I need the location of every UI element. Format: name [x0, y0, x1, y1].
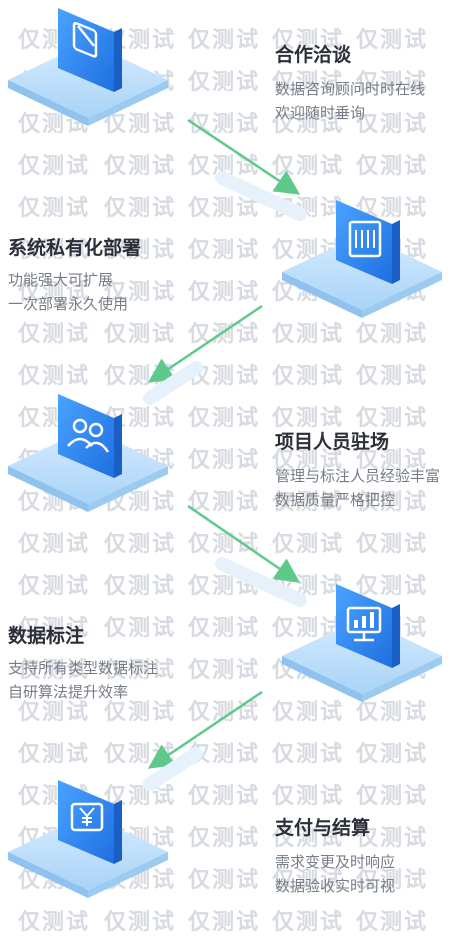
step-1-desc-line-1: 数据咨询顾问时时在线: [275, 80, 426, 98]
yen-wallet-icon: [58, 780, 122, 864]
step-5-desc-line-1: 需求变更及时响应: [275, 853, 396, 871]
step-3-title: 项目人员驻场: [275, 431, 390, 453]
arrow-1-to-2: [187, 118, 307, 221]
arrow-3-to-4: [187, 504, 307, 607]
step-3-desc-line-2: 数据质量严格把控: [275, 491, 396, 509]
step-2-title: 系统私有化部署: [8, 237, 142, 259]
step-4-desc-line-1: 支持所有类型数据标注: [8, 659, 159, 677]
arrow-4-to-5: [143, 690, 263, 791]
step-2-desc-line-2: 一次部署永久使用: [8, 295, 129, 313]
step-2-icon-platform: [282, 200, 442, 318]
step-3-desc-line-1: 管理与标注人员经验丰富: [275, 467, 441, 485]
broom-clean-icon: [58, 8, 122, 92]
barcode-server-icon: [336, 200, 400, 284]
step-5-desc-line-2: 数据验收实时可视: [275, 877, 396, 895]
monitor-chart-icon: [336, 584, 400, 668]
step-4-title: 数据标注: [8, 625, 85, 647]
step-4-text: 数据标注 支持所有类型数据标注 自研算法提升效率: [8, 621, 158, 704]
step-2-text: 系统私有化部署 功能强大可扩展 一次部署永久使用: [8, 233, 141, 316]
step-1-icon-platform: [8, 8, 168, 126]
arrow-2-to-3: [143, 304, 263, 405]
step-1-title: 合作洽谈: [275, 44, 352, 66]
step-4-desc-line-2: 自研算法提升效率: [8, 683, 129, 701]
people-team-icon: [58, 394, 122, 478]
step-1-desc-line-2: 欢迎随时垂询: [275, 104, 366, 122]
step-4-icon-platform: [282, 584, 442, 702]
step-3-text: 项目人员驻场 管理与标注人员经验丰富 数据质量严格把控: [275, 427, 440, 512]
step-2-desc-line-1: 功能强大可扩展: [8, 271, 114, 289]
step-5-text: 支付与结算 需求变更及时响应 数据验收实时可视: [275, 813, 395, 898]
step-5-icon-platform: [8, 780, 168, 898]
step-3-icon-platform: [8, 394, 168, 512]
step-1-text: 合作洽谈 数据咨询顾问时时在线 欢迎随时垂询: [275, 40, 425, 125]
step-5-title: 支付与结算: [275, 817, 371, 839]
